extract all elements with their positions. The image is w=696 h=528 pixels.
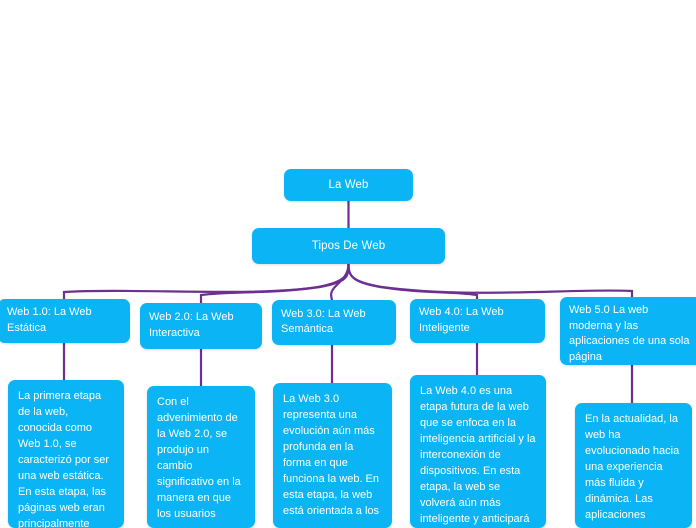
node-web-2-0[interactable]: Web 2.0: La Web Interactiva [140, 303, 262, 349]
node-web-5-0[interactable]: Web 5.0 La web moderna y las aplicacione… [560, 297, 696, 365]
edge-trunk-to-web2 [199, 262, 350, 305]
node-la-web[interactable]: La Web [284, 169, 413, 201]
node-web-5-0-label: Web 5.0 La web moderna y las aplicacione… [569, 304, 693, 363]
node-web-1-0-description[interactable]: La primera etapa de la web, conocida com… [8, 380, 124, 528]
node-web-4-0[interactable]: Web 4.0: La Web Inteligente [410, 299, 545, 343]
node-web-3-0[interactable]: Web 3.0: La Web Semántica [272, 300, 396, 345]
edge-trunk-to-web4 [347, 262, 479, 301]
node-web-3-0-description[interactable]: La Web 3.0 representa una evolución aún … [273, 383, 392, 528]
node-web-3-0-label: Web 3.0: La Web Semántica [281, 307, 369, 336]
node-tipos-de-web-label: Tipos De Web [311, 240, 386, 252]
node-web-2-0-description-text: Con el advenimiento de la Web 2.0, se pr… [157, 396, 244, 520]
node-web-1-0-label: Web 1.0: La Web Estática [7, 306, 95, 334]
node-tipos-de-web[interactable]: Tipos De Web [252, 228, 445, 264]
node-web-4-0-label: Web 4.0: La Web Inteligente [419, 306, 507, 334]
node-web-2-0-label: Web 2.0: La Web Interactiva [149, 311, 237, 339]
edge-trunk-to-web3 [330, 262, 350, 302]
edge-trunk-to-web1 [62, 262, 350, 301]
node-la-web-label: La Web [328, 179, 369, 191]
node-web-5-0-description[interactable]: En la actualidad, la web ha evolucionado… [575, 403, 692, 528]
node-web-1-0-description-text: La primera etapa de la web, conocida com… [18, 390, 113, 528]
node-web-5-0-description-text: En la actualidad, la web ha evolucionado… [585, 413, 683, 521]
node-web-4-0-description[interactable]: La Web 4.0 es una etapa futura de la web… [410, 375, 546, 528]
node-web-3-0-description-text: La Web 3.0 representa una evolución aún … [283, 393, 383, 517]
node-web-2-0-description[interactable]: Con el advenimiento de la Web 2.0, se pr… [147, 386, 255, 528]
node-web-1-0[interactable]: Web 1.0: La Web Estática [0, 299, 130, 343]
node-web-4-0-description-text: La Web 4.0 es una etapa futura de la web… [420, 385, 539, 525]
edge-trunk-to-web5 [347, 262, 634, 299]
